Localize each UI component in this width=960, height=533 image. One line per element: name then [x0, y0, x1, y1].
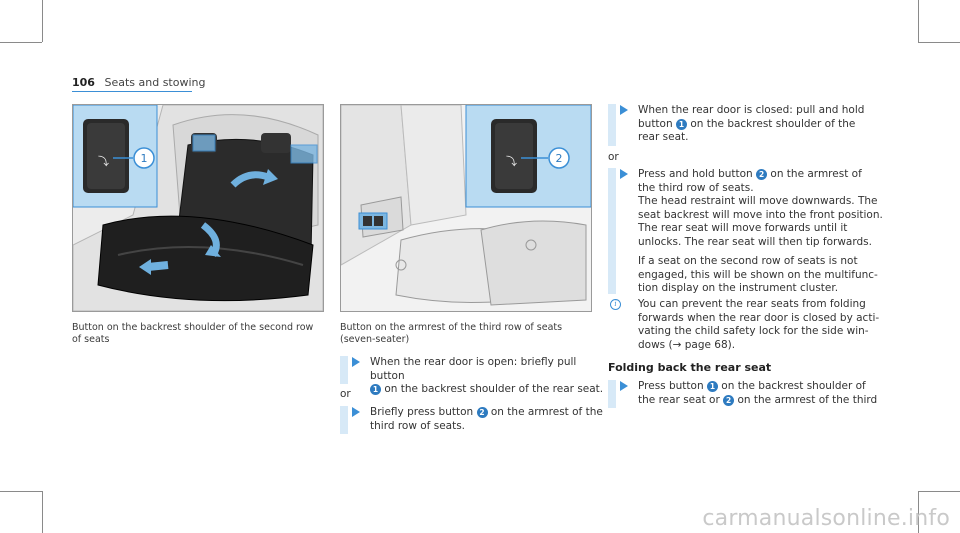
svg-text:⤵: ⤵ [98, 155, 109, 168]
crop-mark [918, 42, 960, 43]
callout-number: 1 [675, 118, 687, 130]
step-arrow-icon [620, 381, 628, 391]
callout-number: 1 [706, 381, 718, 392]
crop-mark [42, 491, 43, 533]
crop-mark [918, 491, 919, 533]
step-text-part: on the backrest shoulder of the [690, 117, 856, 130]
step-text-line: If a seat on the second row of seats is … [638, 255, 858, 267]
crop-mark [42, 0, 43, 42]
or-label: or [608, 151, 619, 163]
step-text-line: The rear seat will move forwards until i… [638, 222, 848, 234]
step-text-part: rear seat. [638, 131, 689, 143]
crop-mark [918, 0, 919, 42]
step-bar [608, 168, 616, 294]
step-text-line: engaged, this will be shown on the multi… [638, 268, 878, 281]
step-arrow-icon [620, 169, 628, 179]
note-text: You can prevent the rear seats from fold… [638, 298, 908, 352]
instruction-step: Press button 1 on the backrest shoulder … [608, 380, 908, 408]
instruction-step: Press and hold button 2 on the armrest o… [608, 168, 908, 294]
callout-number: 1 [370, 384, 381, 395]
step-bar [608, 104, 616, 146]
step-text-part: on the backrest shoulder of [721, 380, 866, 392]
figure-third-row-armrest: ⤵ 2 [340, 104, 592, 312]
instruction-step: When the rear door is open: briefly pull… [340, 356, 603, 395]
header-rule [72, 91, 192, 92]
step-text-part: Briefly press button [370, 406, 474, 418]
step-text-part: on the backrest shoulder of the rear sea… [384, 383, 604, 395]
info-icon: i [610, 299, 621, 310]
svg-text:⤵: ⤵ [506, 155, 517, 168]
note-line: vating the child safety lock for the sid… [638, 325, 869, 337]
step-text-part: When the rear door is open: briefly pull… [370, 356, 577, 382]
step-text: When the rear door is open: briefly pull… [370, 356, 610, 397]
step-text-part: button [638, 117, 673, 130]
seat-illustration: ⤵ 1 [73, 105, 323, 311]
step-arrow-icon [352, 357, 360, 367]
note-line: forwards when the rear door is closed by… [638, 311, 880, 324]
step-text-part: on the armrest of the [490, 406, 603, 418]
instruction-step: Briefly press button 2 on the armrest of… [340, 406, 603, 434]
armrest-illustration: ⤵ 2 [341, 105, 591, 311]
figure-caption: Button on the armrest of the third row o… [340, 322, 563, 345]
section-title: Seats and stowing [104, 76, 206, 89]
callout-1: 1 [141, 152, 148, 165]
section-heading: Folding back the rear seat [608, 361, 772, 374]
step-text-part: on the armrest of [770, 168, 862, 180]
step-text-part: on the armrest of the third [737, 393, 878, 406]
note-line: You can prevent the rear seats from fold… [638, 298, 866, 310]
step-text-line: The head restraint will move downwards. … [638, 195, 878, 207]
callout-number: 2 [476, 407, 488, 418]
step-text-line: seat backrest will move into the front p… [638, 208, 883, 221]
step-bar [608, 380, 616, 408]
callout-number: 2 [723, 394, 735, 406]
step-bar [340, 406, 348, 434]
step-text-part: Press and hold button [638, 168, 753, 180]
step-arrow-icon [352, 407, 360, 417]
step-text-line: the third row of seats. [638, 181, 754, 194]
instruction-step: When the rear door is closed: pull and h… [608, 104, 908, 146]
note-line: dows (→ page 68). [638, 338, 736, 351]
step-text-line: unlocks. The rear seat will then tip for… [638, 235, 872, 248]
page-header: 106 Seats and stowing [72, 76, 205, 89]
step-text: Press and hold button 2 on the armrest o… [638, 168, 908, 296]
step-text-part: When the rear door is closed: pull and h… [638, 104, 865, 116]
watermark: carmanualsonline.info [702, 506, 950, 531]
figure-rear-seat-backrest: ⤵ 1 [72, 104, 324, 312]
step-text-line: tion display on the instrument cluster. [638, 282, 839, 294]
or-label: or [340, 388, 351, 400]
crop-mark [0, 491, 42, 492]
crop-mark [918, 491, 960, 492]
step-bar [340, 356, 348, 384]
step-text-part: the rear seat or [638, 393, 720, 406]
page-number: 106 [72, 76, 95, 89]
step-text: Press button 1 on the backrest shoulder … [638, 380, 908, 407]
callout-2: 2 [556, 152, 563, 165]
step-arrow-icon [620, 105, 628, 115]
crop-mark [0, 42, 42, 43]
step-text-part: Press button [638, 380, 704, 392]
step-text: Briefly press button 2 on the armrest of… [370, 406, 610, 433]
step-text-part: third row of seats. [370, 419, 466, 432]
figure-caption: Button on the backrest shoulder of the s… [72, 322, 314, 345]
callout-number: 2 [756, 169, 768, 180]
step-text: When the rear door is closed: pull and h… [638, 104, 908, 145]
